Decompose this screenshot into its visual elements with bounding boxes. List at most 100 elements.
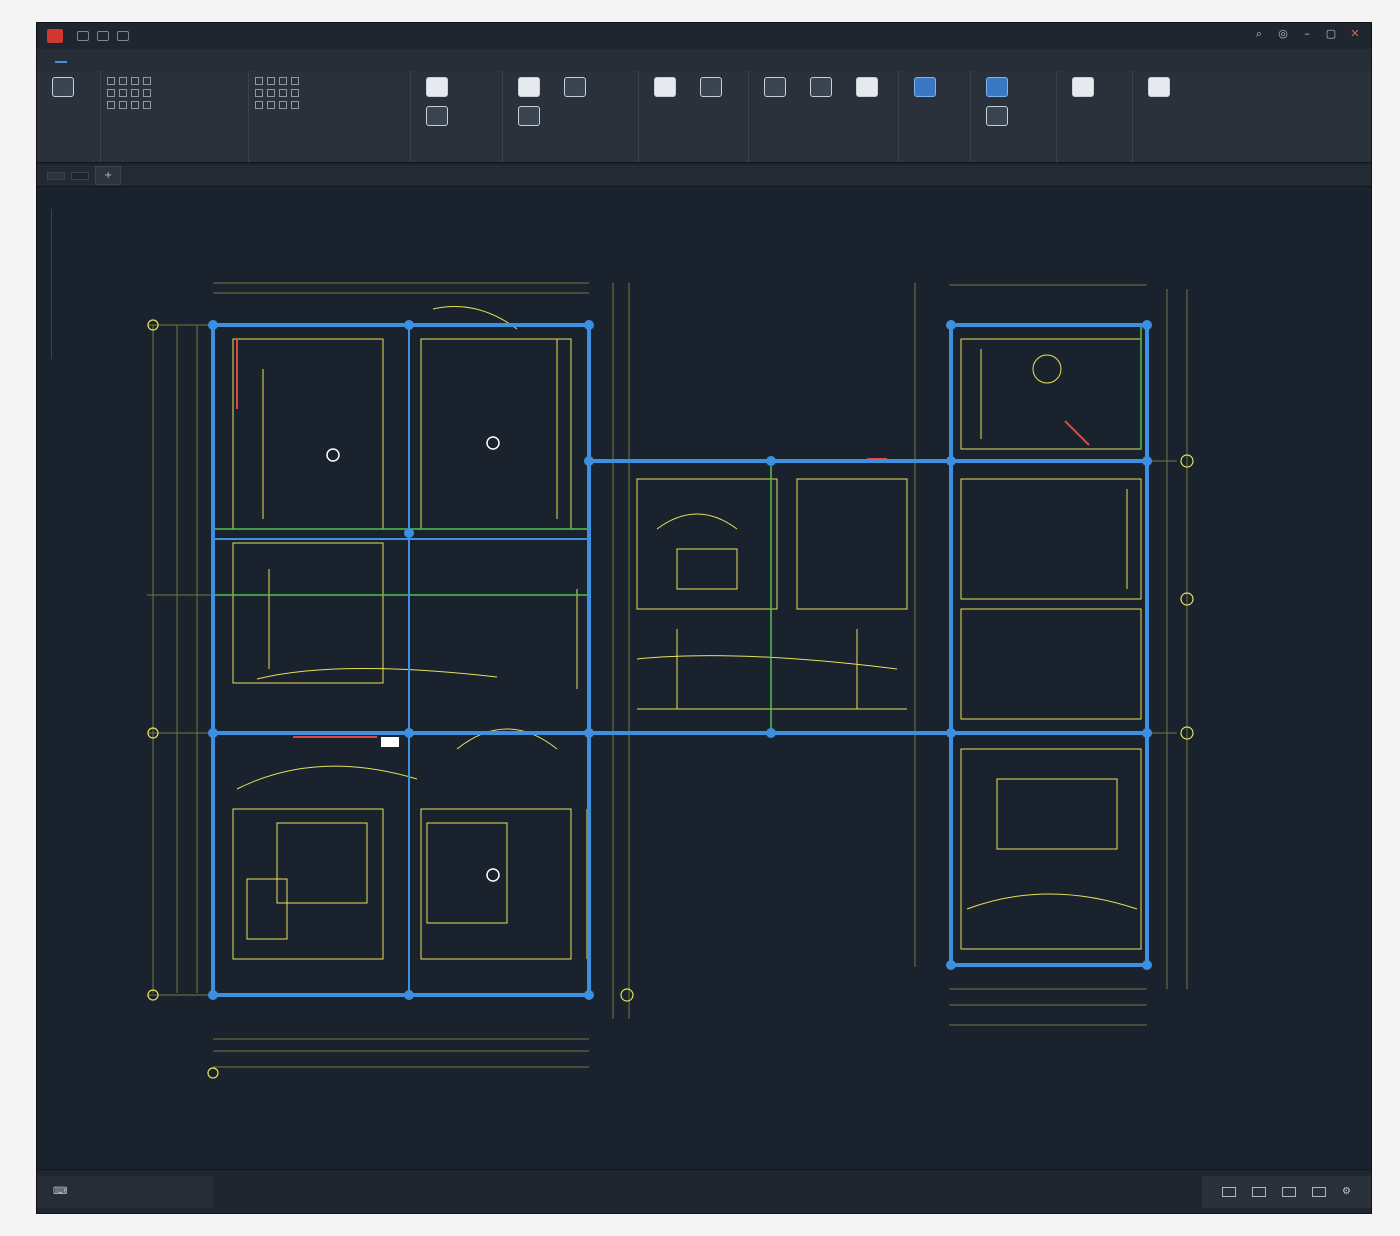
command-line-icon[interactable]: ⌨ <box>53 1186 68 1197</box>
room-outline <box>960 608 1142 720</box>
layer-properties-tool[interactable] <box>509 77 549 100</box>
room-outline <box>232 808 384 960</box>
grid-node <box>946 960 956 970</box>
search-icon[interactable]: ⌕ <box>1255 27 1263 40</box>
redo-icon[interactable] <box>117 31 129 41</box>
layer-match-tool[interactable] <box>509 106 549 129</box>
room-outline <box>232 542 384 684</box>
snap-toggle[interactable] <box>1252 1186 1267 1197</box>
grid-node <box>1142 456 1152 466</box>
document-tabs: + <box>37 165 1371 187</box>
tab-home[interactable] <box>55 57 67 63</box>
tab-addins[interactable] <box>279 58 291 62</box>
trim-icon[interactable] <box>279 77 287 85</box>
fillet-icon[interactable] <box>267 89 275 97</box>
floor-plan-drawing[interactable] <box>37 189 1372 1169</box>
mirror-icon[interactable] <box>255 89 263 97</box>
stretch-icon[interactable] <box>279 89 287 97</box>
layer-icon <box>518 77 540 97</box>
copy-icon[interactable] <box>291 77 299 85</box>
pointer-icon <box>52 77 74 97</box>
paste-tool[interactable] <box>1063 77 1103 100</box>
grid-toggle[interactable] <box>1222 1186 1237 1197</box>
spline-icon[interactable] <box>131 89 139 97</box>
ribbon-group-view <box>1133 71 1209 162</box>
scale-icon[interactable] <box>291 89 299 97</box>
settings-icon[interactable]: ⚙ <box>1342 1186 1351 1197</box>
erase-icon[interactable] <box>279 101 287 109</box>
move-icon[interactable] <box>255 77 263 85</box>
room-outline <box>420 338 572 530</box>
edit-block-icon <box>700 77 722 97</box>
user-icon[interactable]: ◎ <box>1278 27 1288 40</box>
doc-tab-start[interactable] <box>47 171 65 180</box>
tab-view[interactable] <box>183 58 195 62</box>
polyline-icon[interactable] <box>119 77 127 85</box>
text-tool[interactable] <box>417 77 457 100</box>
region-icon[interactable] <box>119 101 127 109</box>
group-manager-tool[interactable] <box>905 77 945 100</box>
tab-annotate[interactable] <box>119 58 131 62</box>
grid-node <box>584 456 594 466</box>
select-tool[interactable] <box>43 77 83 100</box>
tab-manage[interactable] <box>215 58 227 62</box>
explode-icon[interactable] <box>291 101 299 109</box>
array-icon[interactable] <box>255 101 263 109</box>
utilities-icon <box>986 77 1008 97</box>
tab-collaborate[interactable] <box>311 58 323 62</box>
grid-node <box>1142 320 1152 330</box>
line-icon[interactable] <box>107 77 115 85</box>
view-icon <box>1148 77 1170 97</box>
ribbon-group-groups <box>899 71 971 162</box>
interior-details <box>232 306 1142 960</box>
doc-tab-new[interactable]: + <box>95 166 122 185</box>
grid-node <box>766 456 776 466</box>
group-tool[interactable] <box>847 77 887 100</box>
tab-output[interactable] <box>247 58 259 62</box>
ribbon-group-clipboard <box>1057 71 1133 162</box>
doc-tab-drawing[interactable] <box>71 171 89 180</box>
ortho-toggle[interactable] <box>1282 1186 1297 1197</box>
dimension-tool[interactable] <box>417 106 457 129</box>
room-outline <box>960 478 1142 600</box>
point-icon[interactable] <box>107 101 115 109</box>
drawing-canvas[interactable] <box>37 189 1371 1169</box>
save-icon[interactable] <box>77 31 89 41</box>
layer-state-tool[interactable] <box>555 77 595 100</box>
grid-bubble <box>147 989 159 1001</box>
offset-icon[interactable] <box>267 101 275 109</box>
rotate-icon[interactable] <box>267 77 275 85</box>
match-properties-tool[interactable] <box>755 77 795 100</box>
status-left: ⌨ <box>37 1175 213 1208</box>
door-swing <box>656 513 738 530</box>
hatch-icon[interactable] <box>119 89 127 97</box>
table-icon[interactable] <box>131 101 139 109</box>
arc-icon[interactable] <box>143 77 151 85</box>
maximize-button[interactable]: ▢ <box>1325 27 1337 40</box>
utilities-tool[interactable] <box>977 77 1017 100</box>
polar-toggle[interactable] <box>1312 1186 1327 1197</box>
ribbon-panel <box>37 71 1371 163</box>
fixture <box>1032 354 1062 384</box>
undo-icon[interactable] <box>97 31 109 41</box>
rectangle-icon[interactable] <box>107 89 115 97</box>
circle-icon[interactable] <box>131 77 139 85</box>
ellipse-icon[interactable] <box>143 89 151 97</box>
edit-block-tool[interactable] <box>691 77 731 100</box>
right-building-outline <box>949 323 1149 967</box>
viewport-ruler <box>51 209 59 359</box>
close-button[interactable]: ✕ <box>1350 27 1360 40</box>
grid-node <box>208 990 218 1000</box>
quick-calc-tool[interactable] <box>977 106 1017 129</box>
tab-parametric[interactable] <box>151 58 163 62</box>
grid-node <box>404 320 414 330</box>
grid-node <box>208 728 218 738</box>
grid-nodes <box>208 320 1152 1000</box>
insert-block-tool[interactable] <box>645 77 685 100</box>
gradient-icon[interactable] <box>143 101 151 109</box>
base-view-tool[interactable] <box>1139 77 1179 100</box>
minimize-button[interactable]: – <box>1304 27 1310 40</box>
measure-tool[interactable] <box>801 77 841 100</box>
logo-icon[interactable] <box>47 29 63 43</box>
tab-insert[interactable] <box>87 58 99 62</box>
